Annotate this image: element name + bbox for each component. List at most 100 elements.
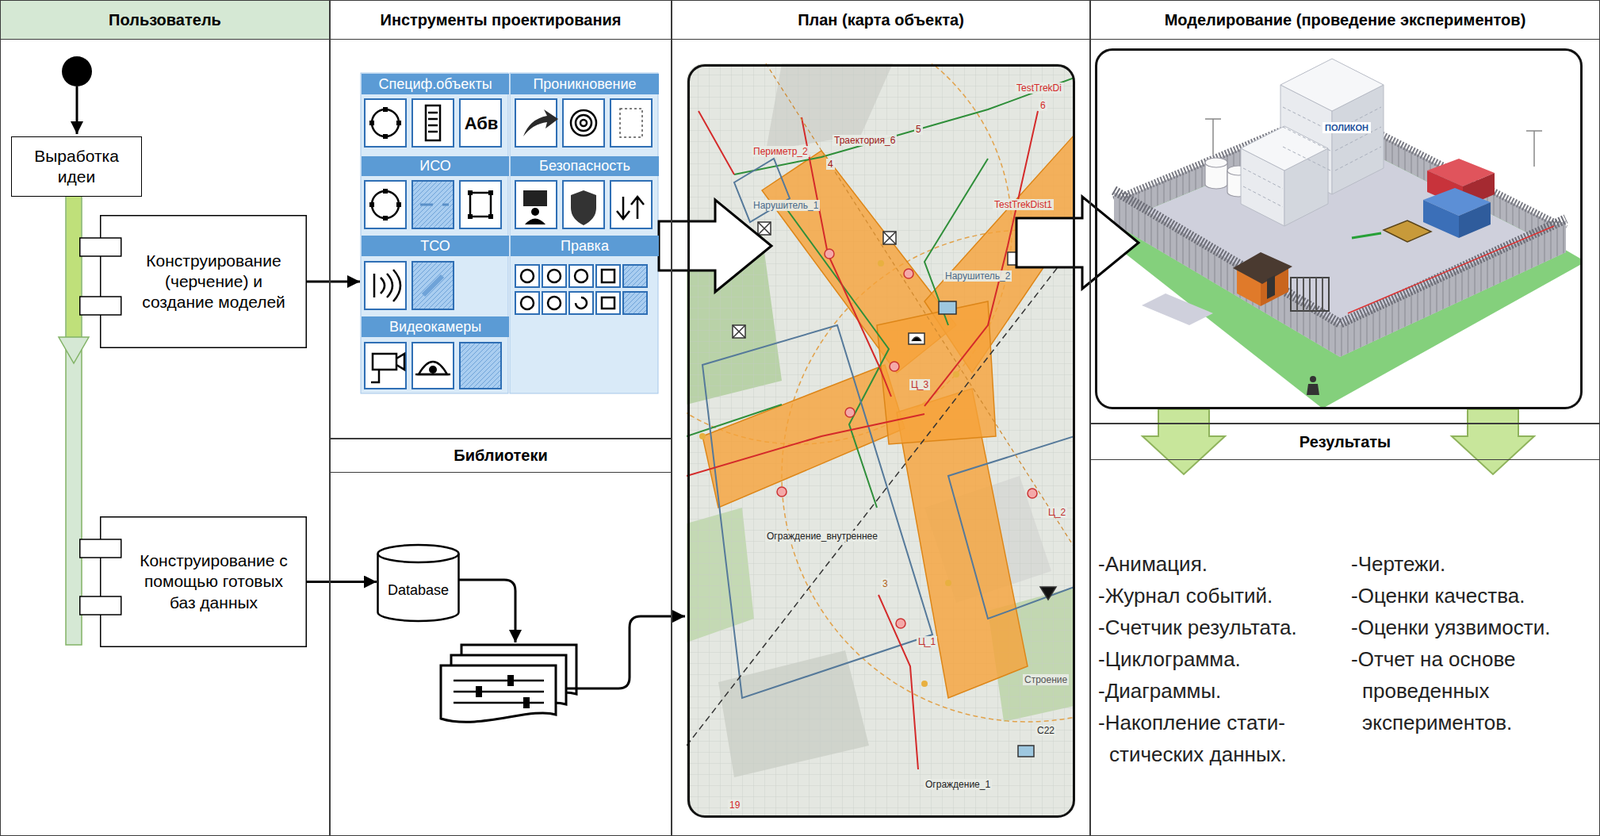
lane-heading: Инструменты проектирования — [380, 11, 622, 30]
toolbar-panel — [412, 261, 454, 310]
start-node — [76, 86, 79, 134]
block-arrow — [1142, 409, 1225, 475]
start-node — [61, 56, 92, 134]
toolbar-panel — [562, 180, 605, 229]
map-label: TestTrekDi — [1016, 82, 1062, 94]
site-map — [734, 77, 1075, 175]
toolbar-panel — [524, 218, 546, 226]
site-map — [686, 63, 1075, 817]
text-holder: -Циклограмма. — [1098, 643, 1344, 675]
toolbar-panel — [412, 342, 454, 389]
site-map — [921, 680, 928, 687]
3d-model — [1094, 47, 1582, 409]
toolbar-panel — [382, 215, 388, 221]
lane-heading: Пользователь — [108, 11, 222, 30]
3d-model — [1113, 191, 1340, 357]
text-holder: Нарушитель_2 — [943, 270, 1012, 282]
cylinder-outline — [378, 553, 460, 563]
3d-model — [1383, 220, 1432, 242]
toolbar-panel — [418, 361, 448, 375]
site-map — [801, 117, 892, 397]
flow-arrow — [566, 616, 686, 689]
text-holder: Database — [378, 561, 459, 619]
text-holder: Результаты — [1090, 424, 1600, 460]
3d-model — [1351, 233, 1382, 238]
lane-heading: Библиотеки — [453, 446, 548, 465]
3d-model — [1339, 220, 1566, 357]
map-label: 6 — [1040, 99, 1046, 112]
3d-model — [1232, 252, 1293, 284]
3d-model — [1526, 130, 1543, 167]
site-map — [686, 77, 1075, 508]
swimlane: ПользовательВыработка идеиКонструировани… — [0, 0, 330, 836]
text-holder: Пользователь — [0, 0, 330, 40]
text-holder: Конструирование с помощью готовых баз да… — [126, 520, 301, 643]
map-label: 4 — [827, 158, 834, 170]
map-label: Ограждение_внутреннее — [766, 530, 878, 542]
toolbar: Специф.объектыПроникновениеАбвИСОБезопас… — [359, 72, 659, 395]
text-holder: Строение — [1022, 673, 1069, 686]
flow-arrow — [459, 579, 686, 689]
component-outline — [80, 296, 122, 315]
toolbar-panel — [412, 180, 454, 229]
block-arrow — [658, 199, 772, 292]
site-map — [895, 618, 906, 628]
process-box: Выработка идеи — [11, 136, 142, 197]
swimlane: Инструменты проектированияСпециф.объекты… — [329, 0, 672, 439]
toolbar-panel — [515, 264, 540, 288]
node-label: Database — [387, 581, 449, 600]
site-map-frame: TestTrekDi65Траектория_6Периметр_24Наруш… — [687, 64, 1076, 818]
database-cylinder: Database — [376, 543, 460, 622]
site-map — [686, 63, 1075, 817]
lane-heading: Моделирование (проведение экспериментов) — [1164, 11, 1527, 30]
result-item: -Накопление стати- стических данных. — [1098, 706, 1344, 770]
toolbar-panel — [423, 275, 443, 295]
site-map — [686, 245, 1075, 746]
map-label: 5 — [915, 123, 922, 135]
toolbar-section-label: Проникновение — [532, 76, 636, 93]
text-holder: -Накопление стати- стических данных. — [1098, 706, 1344, 770]
map-label: С22 — [1037, 724, 1055, 736]
site-map — [699, 230, 960, 687]
result-item: -Анимация. — [1098, 547, 1344, 580]
swimlane: -Анимация.-Журнал событий.-Счетчик резул… — [1090, 423, 1600, 836]
arrow-connector — [306, 280, 360, 284]
node-label: Абв — [464, 113, 499, 134]
result-item: -Диаграммы. — [1098, 674, 1344, 707]
3d-model — [1243, 107, 1382, 207]
3d-model — [1094, 47, 1582, 409]
site-map — [686, 111, 1038, 770]
map-label: 3 — [882, 577, 889, 590]
toolbar-panel — [601, 297, 615, 309]
3d-model — [1290, 277, 1329, 311]
text-holder: Ограждение_1 — [923, 778, 992, 790]
swimlane: БиблиотекиDatabase — [329, 438, 672, 836]
toolbar-panel — [420, 203, 449, 207]
site-map — [777, 486, 787, 497]
toolbar-panel — [369, 120, 375, 126]
activation-bar — [58, 195, 89, 645]
text-holder: Видеокамеры — [361, 316, 510, 337]
toolbar-panel — [396, 353, 405, 370]
logo-text: ПОЛИКОН — [1324, 122, 1369, 133]
3d-model — [1306, 383, 1320, 395]
toolbar-panel — [371, 369, 379, 383]
toolbar-panel — [369, 202, 375, 207]
toolbar-panel — [425, 105, 441, 141]
activation-bar — [66, 196, 81, 337]
toolbar-panel — [623, 291, 647, 314]
component-outline — [80, 596, 122, 615]
toolbar-panel — [523, 109, 559, 137]
documents-stack — [475, 674, 530, 709]
3d-model — [1113, 190, 1566, 324]
toolbar-panel — [580, 119, 587, 127]
site-map — [686, 63, 1075, 817]
activation-bar — [65, 195, 82, 645]
toolbar-panel — [459, 180, 502, 229]
lane-heading: Результаты — [1299, 432, 1391, 452]
toolbar-panel — [547, 269, 561, 283]
text-holder: TestTrekDi — [1014, 82, 1064, 94]
text-holder: Безопасность — [510, 156, 659, 177]
